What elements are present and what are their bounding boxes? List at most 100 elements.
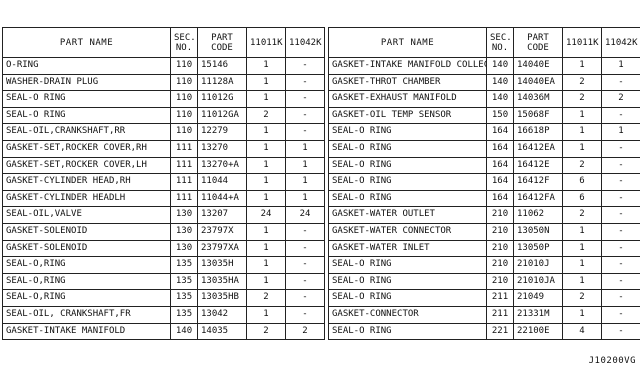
- qty-11011k-cell: 6: [562, 189, 602, 208]
- sec-no-cell: 110: [170, 106, 198, 125]
- sec-no-cell: 110: [170, 123, 198, 141]
- part-name-cell: GASKET-SOLENOID: [2, 222, 171, 241]
- qty-11011k-header: 11011K: [246, 27, 286, 58]
- qty-11011k-cell: 1: [246, 90, 286, 108]
- part-name-cell: SEAL-O RING: [328, 272, 487, 291]
- part-code-cell: 11044+A: [197, 189, 247, 208]
- part-code-cell: 13035HA: [197, 272, 247, 291]
- part-code-cell: 15146: [197, 57, 247, 75]
- qty-11042k-cell: -: [285, 73, 325, 92]
- qty-11011k-cell: 2: [562, 73, 602, 92]
- part-code-cell: 11012GA: [197, 106, 247, 125]
- qty-11042k-cell: 1: [601, 57, 640, 75]
- part-name-cell: GASKET-CYLINDER HEADLH: [2, 189, 171, 208]
- qty-11042k-cell: -: [285, 289, 325, 307]
- qty-11011k-cell: 1: [246, 239, 286, 258]
- sec-no-cell: 130: [170, 239, 198, 258]
- part-code-cell: 21331M: [513, 305, 563, 324]
- qty-11042k-cell: -: [285, 222, 325, 241]
- part-name-cell: GASKET-THROT CHAMBER: [328, 73, 487, 92]
- sec-no-cell: 140: [486, 90, 514, 108]
- sec-no-cell: 111: [170, 189, 198, 208]
- qty-11011k-cell: 2: [562, 156, 602, 175]
- qty-11011k-cell: 1: [246, 256, 286, 274]
- qty-11011k-cell: 1: [246, 57, 286, 75]
- qty-11011k-cell: 2: [246, 322, 286, 341]
- part-name-cell: GASKET-WATER OUTLET: [328, 206, 487, 224]
- part-name-cell: SEAL-O,RING: [2, 256, 171, 274]
- part-code-cell: 13050P: [513, 239, 563, 258]
- qty-11042k-cell: 1: [285, 139, 325, 158]
- part-name-cell: GASKET-INTAKE MANIFOLD COLLECTOR: [328, 57, 487, 75]
- sec-no-cell: 140: [486, 73, 514, 92]
- qty-11042k-header: 11042K: [285, 27, 325, 58]
- part-code-cell: 13035HB: [197, 289, 247, 307]
- qty-11042k-cell: -: [285, 106, 325, 125]
- sec-no-cell: 211: [486, 289, 514, 307]
- qty-11042k-cell: -: [285, 57, 325, 75]
- qty-11011k-cell: 2: [562, 289, 602, 307]
- part-code-cell: 21049: [513, 289, 563, 307]
- part-code-cell: 13270+A: [197, 156, 247, 175]
- part-name-cell: GASKET-INTAKE MANIFOLD: [2, 322, 171, 341]
- qty-11011k-cell: 1: [562, 106, 602, 125]
- sec-no-header: SEC.NO.: [486, 27, 514, 58]
- qty-11011k-cell: 1: [562, 222, 602, 241]
- qty-11011k-cell: 1: [562, 256, 602, 274]
- qty-11011k-cell: 1: [562, 139, 602, 158]
- qty-11042k-cell: -: [601, 173, 640, 191]
- sec-no-cell: 210: [486, 239, 514, 258]
- part-name-cell: GASKET-SOLENOID: [2, 239, 171, 258]
- sec-no-cell: 211: [486, 305, 514, 324]
- part-code-cell: 16412E: [513, 156, 563, 175]
- qty-11042k-cell: 2: [601, 90, 640, 108]
- part-code-cell: 11012G: [197, 90, 247, 108]
- part-name-cell: SEAL-O RING: [2, 106, 171, 125]
- sec-no-header: SEC.NO.: [170, 27, 198, 58]
- qty-11042k-cell: -: [601, 305, 640, 324]
- part-name-cell: SEAL-O RING: [328, 289, 487, 307]
- qty-11011k-cell: 1: [246, 139, 286, 158]
- qty-11011k-cell: 1: [562, 123, 602, 141]
- sec-no-cell: 164: [486, 189, 514, 208]
- qty-11042k-cell: 1: [285, 156, 325, 175]
- sec-no-cell: 110: [170, 73, 198, 92]
- part-name-cell: GASKET-SET,ROCKER COVER,RH: [2, 139, 171, 158]
- qty-11042k-cell: -: [601, 289, 640, 307]
- sec-no-cell: 111: [170, 156, 198, 175]
- qty-11042k-cell: -: [285, 305, 325, 324]
- part-name-cell: SEAL-O,RING: [2, 272, 171, 291]
- sec-no-cell: 135: [170, 289, 198, 307]
- sec-no-cell: 135: [170, 272, 198, 291]
- sec-no-cell: 150: [486, 106, 514, 125]
- qty-11011k-cell: 1: [562, 272, 602, 291]
- part-name-cell: SEAL-OIL, CRANKSHAFT,FR: [2, 305, 171, 324]
- qty-11042k-cell: -: [285, 256, 325, 274]
- part-name-cell: SEAL-O RING: [328, 189, 487, 208]
- part-name-cell: GASKET-WATER CONNECTOR: [328, 222, 487, 241]
- sec-no-cell: 110: [170, 90, 198, 108]
- part-code-cell: 13042: [197, 305, 247, 324]
- qty-11042k-cell: -: [601, 206, 640, 224]
- diagram-code: J10200VG: [588, 356, 636, 366]
- part-name-cell: SEAL-O RING: [328, 322, 487, 341]
- qty-11011k-cell: 1: [246, 73, 286, 92]
- qty-11011k-cell: 2: [246, 289, 286, 307]
